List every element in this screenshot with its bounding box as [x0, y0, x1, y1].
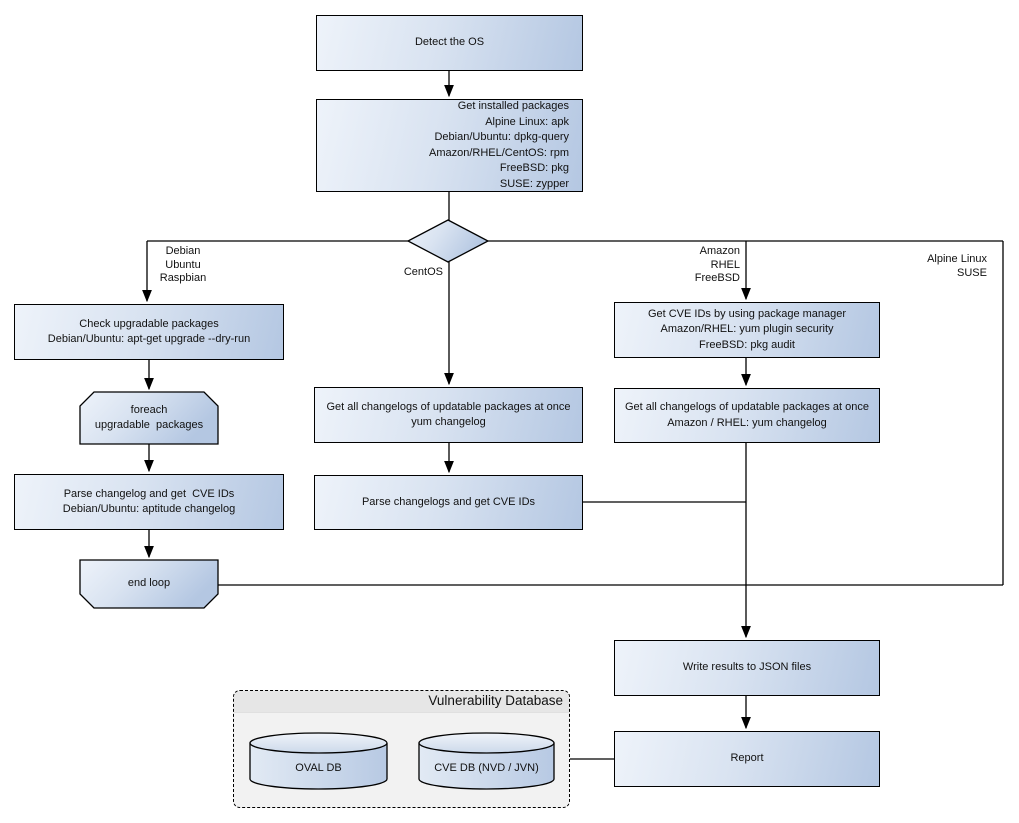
foreach-loop-shape	[79, 391, 219, 445]
vulnerability-database-header-band	[234, 691, 569, 713]
node-get-cve-ids-package-manager: Get CVE IDs by using package manager Ama…	[614, 302, 880, 358]
node-write-results-json: Write results to JSON files	[614, 640, 880, 696]
node-get-installed-packages: Get installed packages Alpine Linux: apk…	[316, 99, 583, 192]
cve-db-cylinder: CVE DB (NVD / JVN)	[418, 732, 555, 790]
oval-db-label: OVAL DB	[295, 762, 342, 774]
branch-label-centos: CentOS	[403, 266, 443, 278]
branch-label-alpine-suse: Alpine Linux SUSE	[927, 253, 987, 279]
arrow-connectors	[142, 71, 751, 730]
cve-db-label: CVE DB (NVD / JVN)	[434, 762, 539, 774]
end-loop-shape	[79, 559, 219, 609]
database-cylinder-icon	[418, 732, 555, 790]
oval-db-cylinder: OVAL DB	[249, 732, 388, 790]
branch-label-amazon-rhel-freebsd: Amazon RHEL FreeBSD	[694, 245, 740, 284]
vulnerability-database-group: Vulnerability Database OVAL DB CVE DB (N…	[233, 690, 570, 808]
node-detect-os: Detect the OS	[316, 15, 583, 71]
branch-label-debian-ubuntu-raspbian: Debian Ubuntu Raspbian	[159, 245, 207, 284]
vulnerability-database-title: Vulnerability Database	[428, 693, 563, 708]
node-report: Report	[614, 731, 880, 787]
decision-diamond-icon	[406, 219, 490, 263]
node-centos-get-changelogs: Get all changelogs of updatable packages…	[314, 387, 583, 443]
node-centos-parse-changelogs: Parse changelogs and get CVE IDs	[314, 475, 583, 530]
database-cylinder-icon	[249, 732, 388, 790]
node-check-upgradable-packages: Check upgradable packages Debian/Ubuntu:…	[14, 304, 284, 360]
node-parse-changelog-debian: Parse changelog and get CVE IDs Debian/U…	[14, 474, 284, 530]
end-loop-label: end loop	[127, 577, 171, 590]
foreach-loop-label: foreach upgradable packages	[94, 403, 204, 432]
node-amazon-get-changelogs: Get all changelogs of updatable packages…	[614, 388, 880, 443]
